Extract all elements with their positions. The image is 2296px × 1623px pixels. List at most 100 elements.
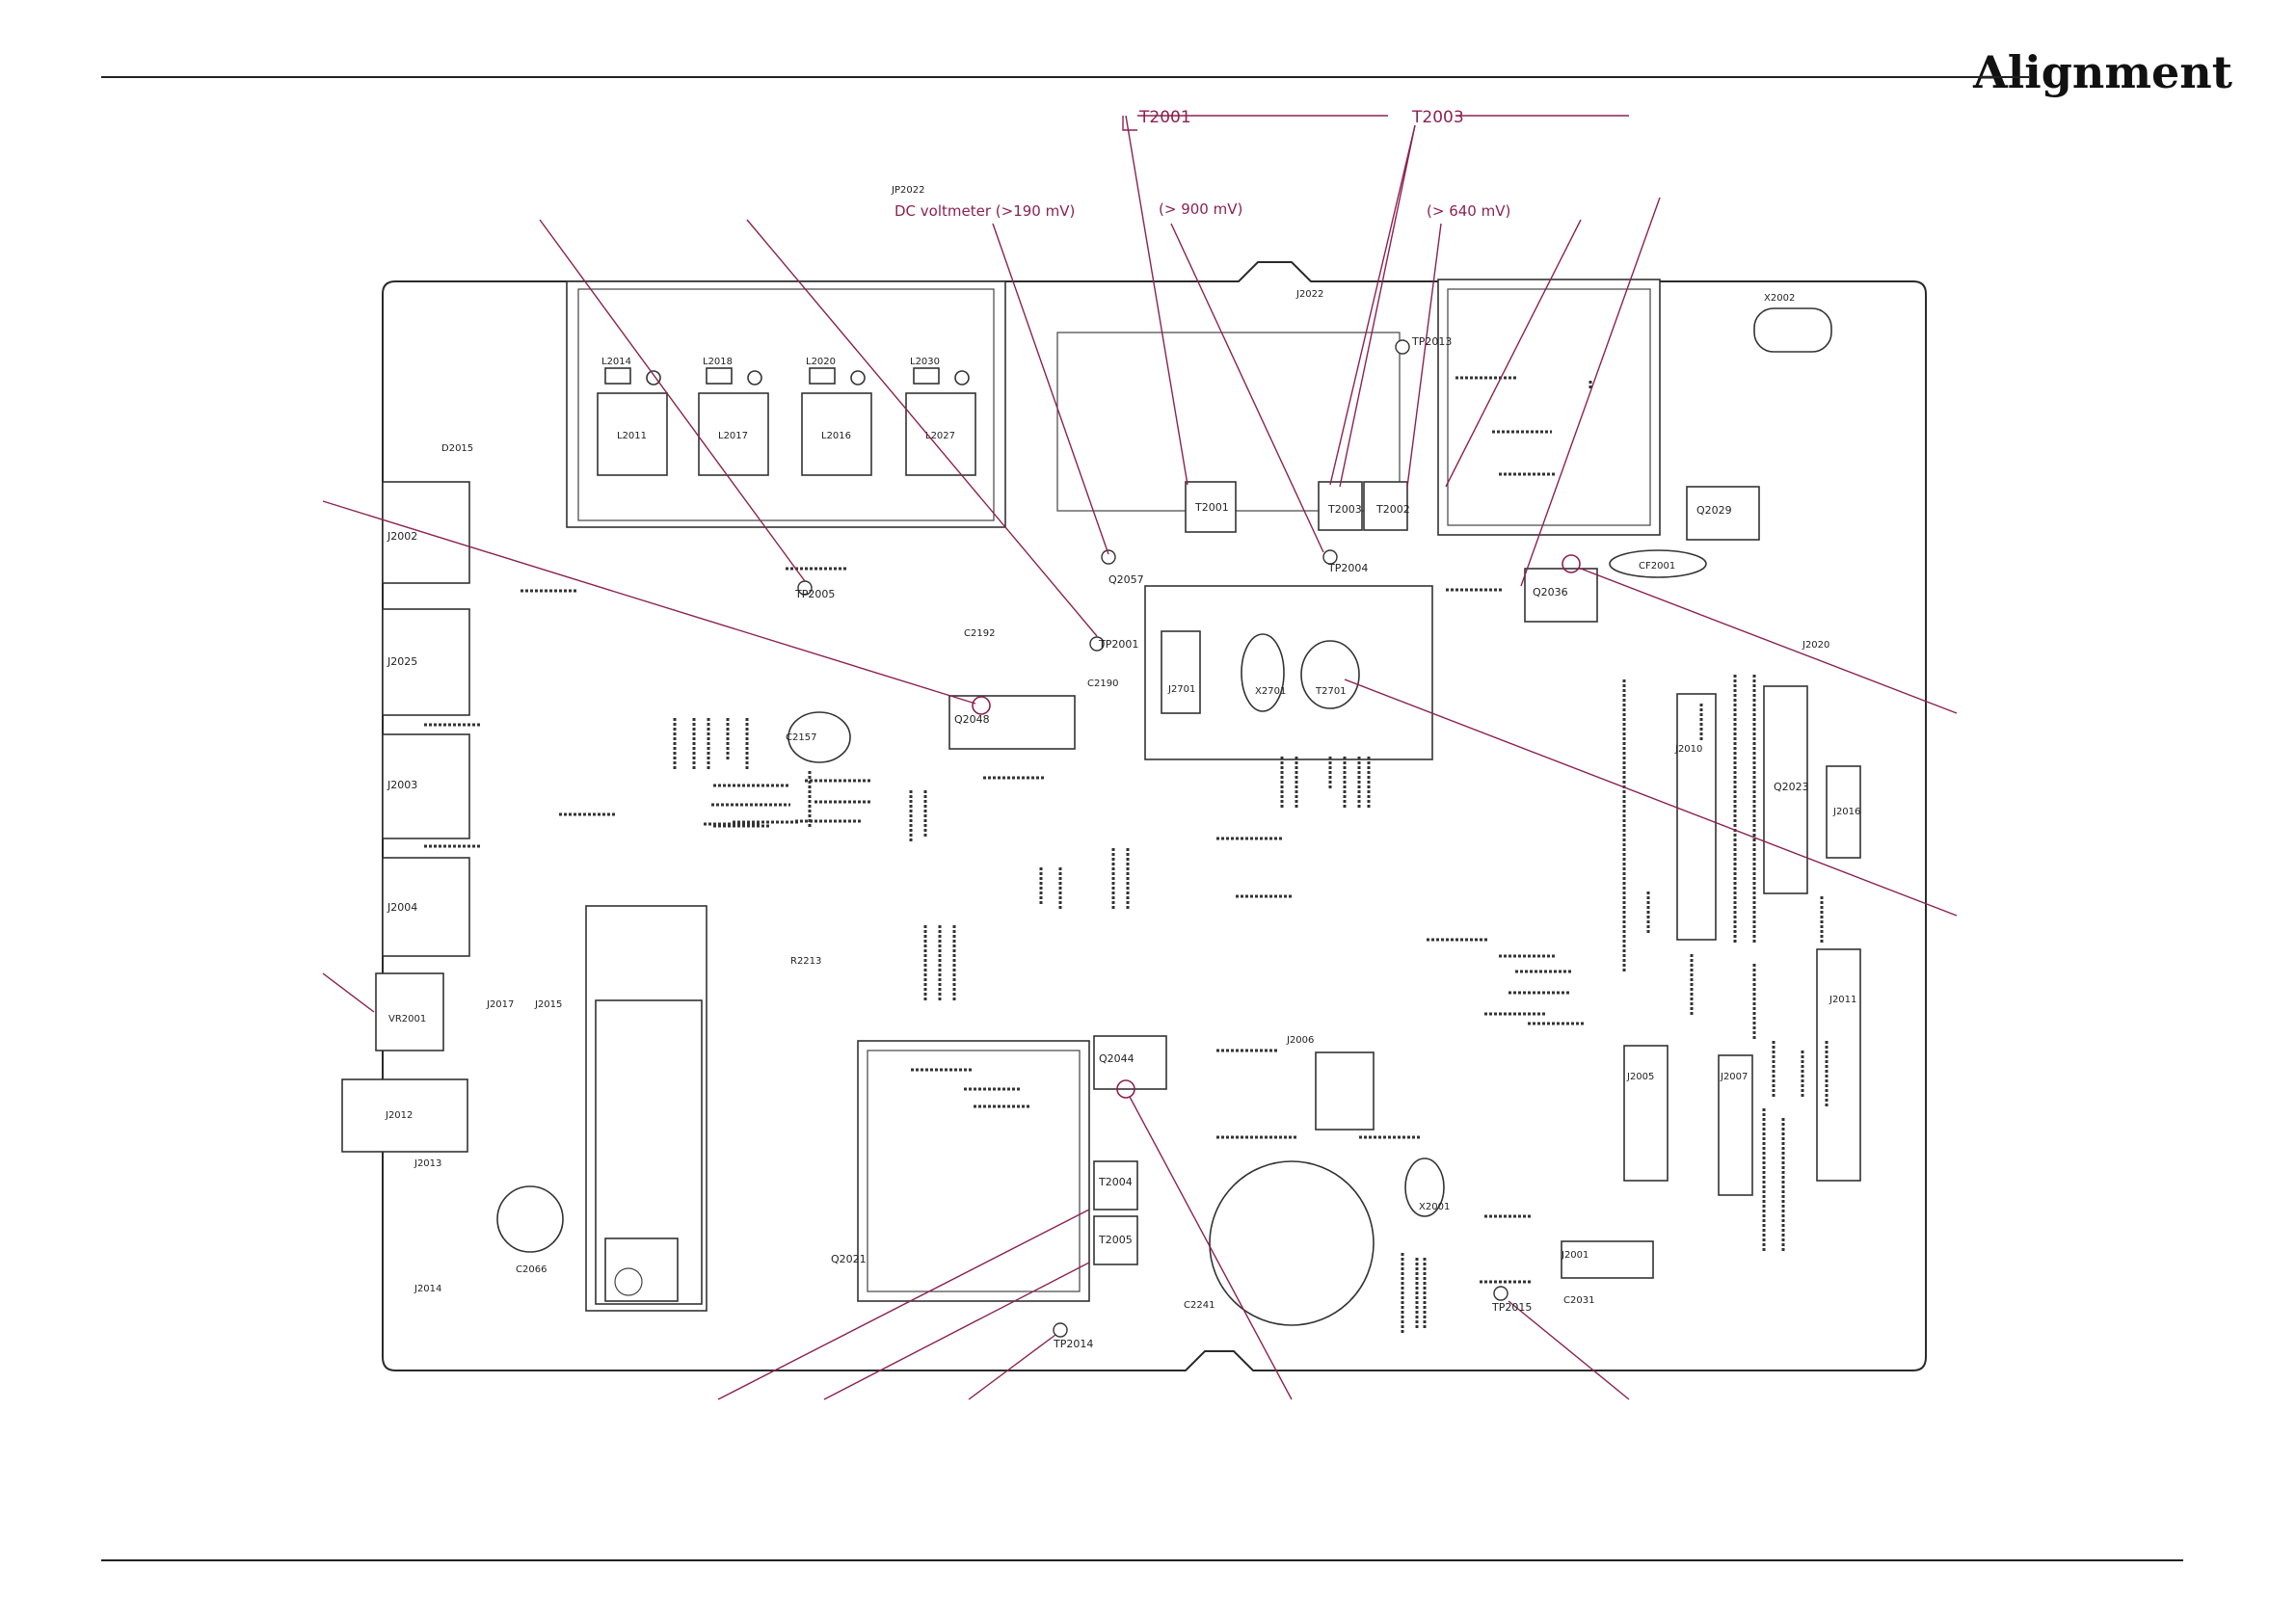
component-label: J2012 (385, 1110, 413, 1121)
component-label: T2003 (1327, 503, 1362, 516)
component-label: J2010 (1674, 744, 1702, 755)
coil-l2016 (801, 392, 872, 476)
c2066 (496, 1185, 564, 1253)
component-label: TP2015 (1491, 1301, 1532, 1314)
component-label: J2701 (1167, 684, 1195, 695)
component-label: J2015 (534, 999, 562, 1010)
component-label: Q2021 (831, 1253, 867, 1265)
cf2001 (1609, 549, 1707, 578)
component-label: TP2001 (1098, 638, 1138, 651)
ic-q2036 (1524, 568, 1598, 623)
small-coil-label: L2020 (806, 357, 836, 367)
coil-label: L2011 (617, 431, 647, 441)
connector-j2011 (1816, 948, 1861, 1182)
small-coil (809, 367, 836, 385)
ic-q2001 (1315, 1051, 1375, 1131)
small-coil (604, 367, 631, 385)
connector-j2005 (1623, 1045, 1669, 1182)
board-outline (382, 261, 1927, 1371)
battery (1209, 1160, 1375, 1326)
tp2005 (1322, 549, 1338, 565)
tp2003 (1493, 1286, 1508, 1301)
callout-900mv: (> 900 mV) (1159, 200, 1242, 218)
left-jacks (341, 481, 470, 1153)
coil-label: L2017 (718, 431, 748, 441)
component-label: J2025 (387, 655, 417, 668)
component-label: T2005 (1098, 1234, 1133, 1246)
component-label: Q2044 (1099, 1052, 1135, 1065)
ic-q2023 (1763, 685, 1808, 894)
coil-label: L2027 (925, 431, 955, 441)
transformer-t2002 (1363, 481, 1408, 531)
component-label: R2213 (790, 956, 821, 967)
component-label: J2020 (1802, 640, 1829, 651)
component-label: Q2023 (1774, 781, 1809, 793)
component-label: Q2057 (1108, 573, 1144, 586)
callout-640mv: (> 640 mV) (1427, 202, 1510, 220)
coil-l2017 (698, 392, 769, 476)
component-label: T2001 (1194, 501, 1229, 514)
small-coil-label: L2014 (601, 357, 631, 367)
bottom-rule (101, 1559, 2183, 1561)
component-label: TP2004 (1327, 562, 1368, 574)
coil-label: L2016 (821, 431, 851, 441)
component-label: J2004 (387, 901, 417, 914)
component-label: J2011 (1829, 995, 1856, 1005)
component-label: D2015 (441, 443, 473, 454)
component-label: C2190 (1087, 678, 1118, 689)
component-label: X2001 (1419, 1202, 1450, 1212)
component-label: CF2001 (1639, 561, 1675, 572)
transformer-t2001 (1185, 481, 1237, 533)
connector-j2007 (1718, 1054, 1753, 1196)
connector-j2001 (1561, 1240, 1654, 1279)
connector-j2016 (1826, 765, 1861, 859)
tp2015 (1053, 1322, 1068, 1338)
small-coil-label: L2030 (910, 357, 940, 367)
component-label: X2002 (1764, 293, 1795, 304)
right-shield (1437, 279, 1661, 536)
component-label: VR2001 (388, 1014, 426, 1024)
component-label: J2007 (1720, 1072, 1748, 1082)
coil-l2011 (597, 392, 668, 476)
component-label: TP2014 (1053, 1338, 1093, 1350)
component-label: C2066 (516, 1264, 547, 1275)
c2157 (788, 711, 851, 763)
leader-lines (322, 115, 1958, 1400)
component-label: J2002 (387, 530, 417, 543)
coil-l2027 (905, 392, 976, 476)
component-label: J2001 (1561, 1250, 1589, 1261)
ic-q2044 (1093, 1035, 1167, 1090)
callout-t2001: T2001 (1138, 108, 1191, 127)
component-label: C2192 (964, 628, 995, 639)
small-coil (913, 367, 940, 385)
component-label: Q2029 (1696, 504, 1732, 517)
small-coil (706, 367, 733, 385)
component-label: T2004 (1098, 1176, 1133, 1188)
component-label: Q2048 (954, 713, 990, 726)
component-label: T2701 (1315, 686, 1347, 697)
tp2001 (1101, 549, 1116, 565)
jumpers (424, 376, 1829, 1335)
tp2004 (1089, 636, 1105, 652)
component-label: J2006 (1286, 1035, 1314, 1046)
bottom-shield (857, 1040, 1090, 1302)
oscillator-x2001 (1404, 1157, 1445, 1217)
component-label: C2157 (786, 732, 816, 743)
component-label: TP2005 (794, 588, 835, 600)
component-label: J2016 (1832, 807, 1860, 817)
component-label: J2017 (486, 999, 514, 1010)
via (747, 370, 762, 386)
callout-t2003: T2003 (1411, 108, 1464, 127)
component-label: J2014 (414, 1284, 441, 1294)
component-label: X2701 (1255, 686, 1286, 697)
tp2014 (1395, 339, 1410, 355)
crystal-x2002 (1753, 307, 1832, 353)
component-label: J2022 (1295, 289, 1323, 300)
component-label: C2031 (1563, 1295, 1594, 1306)
connector-j2010 (1676, 693, 1717, 941)
page-title: Alignment (1973, 46, 2232, 98)
via (954, 370, 970, 386)
callout-dc-voltmeter: DC voltmeter (>190 mV) (894, 202, 1075, 220)
ic-q2048 (948, 695, 1076, 750)
